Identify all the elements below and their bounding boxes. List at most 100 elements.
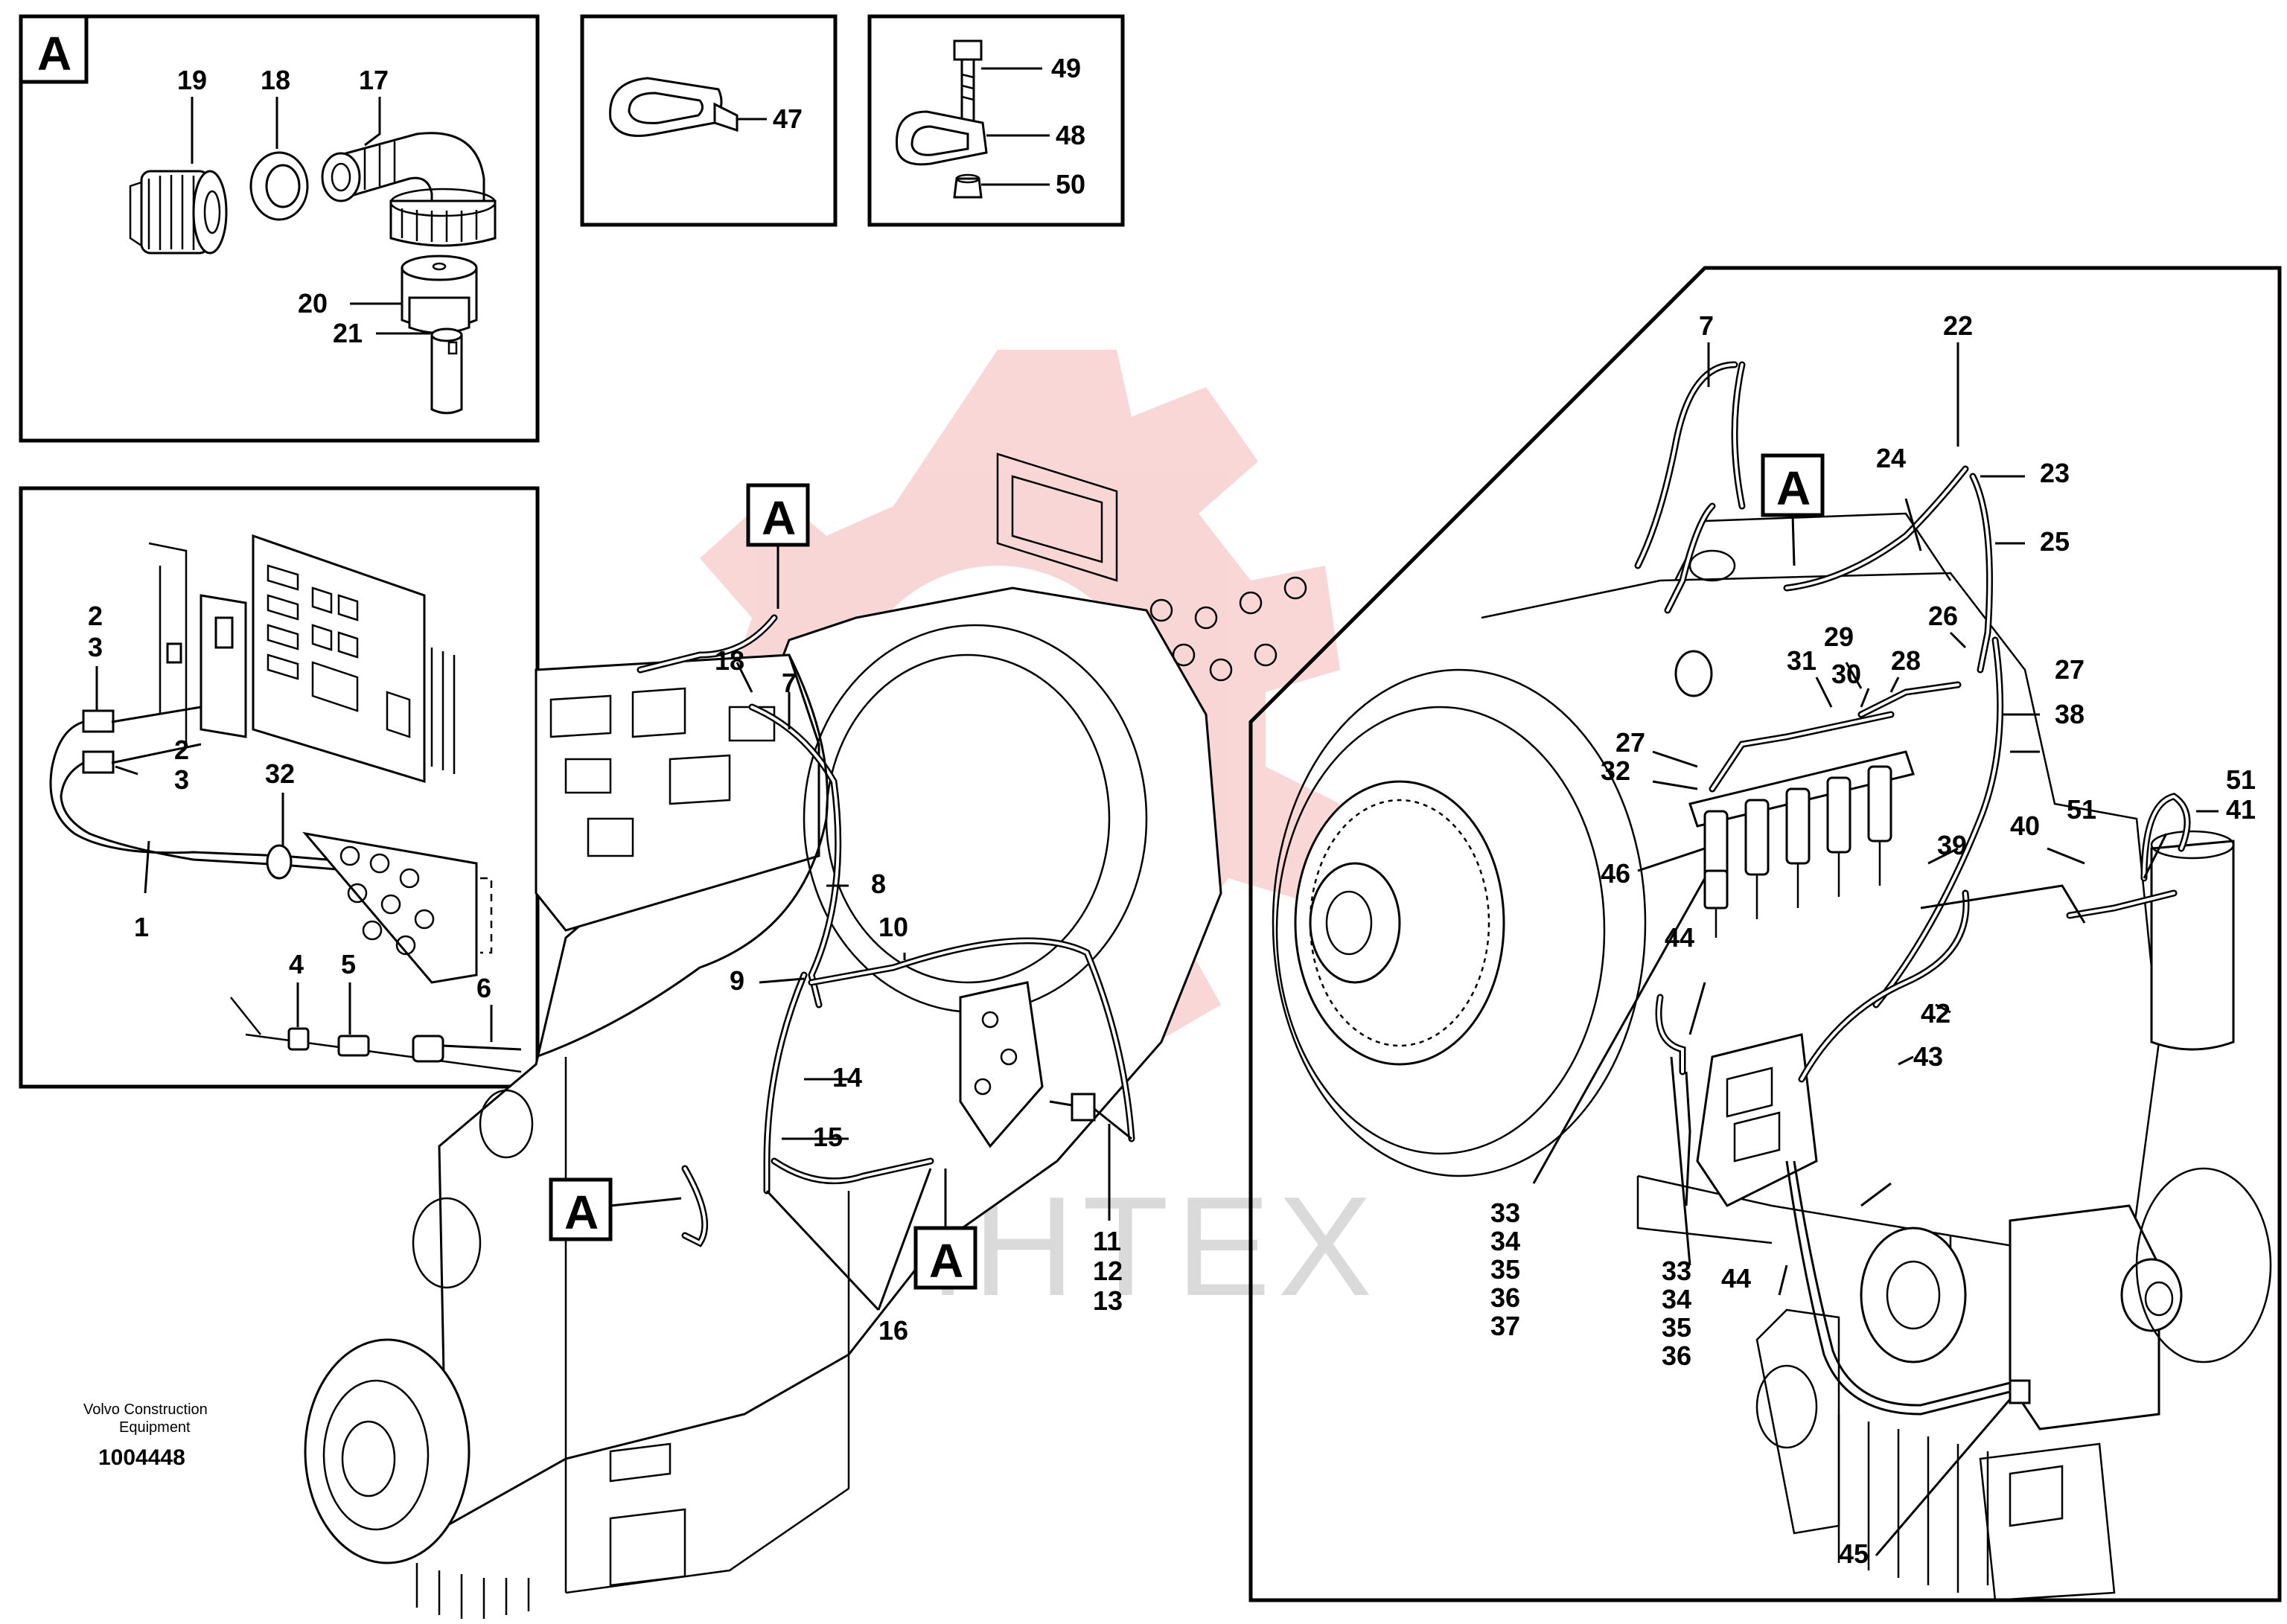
label-48: 48 [1056, 120, 1085, 150]
label-r-28: 28 [1891, 645, 1921, 676]
label-6: 6 [476, 973, 491, 1003]
label-47: 47 [773, 103, 803, 134]
hose-routing-icon [535, 614, 1135, 1247]
right-detail-frame [1248, 266, 2282, 1602]
label-r-26: 26 [1928, 601, 1958, 631]
cover-plate-icon [302, 831, 493, 984]
label-r-43: 43 [1913, 1041, 1943, 1072]
svg-text:A: A [1776, 461, 1811, 515]
label-main-12: 12 [1093, 1256, 1123, 1286]
ring-18-icon [249, 151, 309, 221]
pin-21-icon [430, 327, 463, 415]
label-main-15: 15 [813, 1122, 843, 1152]
label-r-40: 40 [2010, 811, 2040, 841]
nut-50-icon [953, 173, 983, 199]
connector-2-3-lower-icon [82, 750, 115, 774]
gear-19-icon [129, 170, 228, 255]
label-r-36a: 36 [1490, 1282, 1520, 1313]
label-r-27a: 27 [1615, 727, 1645, 758]
nut-6-icon [412, 1035, 522, 1063]
company-line-1: Volvo Construction [83, 1401, 208, 1418]
label-20: 20 [298, 288, 328, 319]
label-r-45: 45 [1839, 1538, 1869, 1569]
label-main-16: 16 [878, 1315, 908, 1346]
solenoid-manifold-icon [1688, 750, 1915, 938]
label-r-32: 32 [1601, 755, 1630, 786]
label-r-51b: 51 [2067, 794, 2096, 825]
transmission-housing-icon [304, 453, 1307, 1619]
label-main-14: 14 [832, 1062, 862, 1093]
company-line-2: Equipment [119, 1419, 191, 1436]
right-detail-view: A 7 22 24 23 25 26 29 28 31 30 27 27 32 … [1248, 266, 2282, 1602]
label-2a: 2 [88, 601, 103, 631]
label-r-22: 22 [1943, 310, 1973, 341]
plug-20-icon [401, 255, 478, 334]
label-r-46: 46 [1601, 858, 1630, 889]
label-r-23: 23 [2040, 458, 2070, 488]
label-r-35b: 35 [1662, 1312, 1691, 1343]
svg-text:A: A [564, 1186, 599, 1239]
label-r-51a: 51 [2226, 764, 2256, 795]
label-19: 19 [177, 65, 207, 95]
fitting-5-icon [337, 1035, 370, 1057]
callout-a-right: A [1761, 453, 1825, 566]
svg-text:A: A [929, 1234, 963, 1288]
label-r-34b: 34 [1662, 1284, 1691, 1314]
label-r-33a: 33 [1490, 1198, 1520, 1228]
label-5: 5 [341, 949, 356, 979]
label-3a: 3 [88, 632, 103, 662]
label-main-10: 10 [878, 912, 908, 942]
label-r-38: 38 [2055, 699, 2085, 729]
drawing-number: 1004448 [98, 1445, 185, 1470]
label-r-41: 41 [2226, 794, 2256, 825]
callout-a-bottom: A [913, 1169, 977, 1290]
sensor-top-icon [1674, 650, 1713, 697]
inset-clip-frame [580, 14, 838, 227]
detail-a-tag [19, 14, 89, 84]
callout-a-left: A [549, 1177, 682, 1241]
label-r-44b: 44 [1721, 1263, 1751, 1294]
label-main-8: 8 [871, 869, 886, 899]
label-r-33b: 33 [1662, 1256, 1691, 1286]
label-18: 18 [261, 65, 290, 95]
label-1: 1 [134, 912, 149, 942]
label-17: 17 [359, 65, 389, 95]
hose-routing-right-icon [1634, 361, 2191, 1416]
label-r-25: 25 [2040, 526, 2070, 557]
sensor-connector-icon [1071, 1093, 1096, 1122]
label-r-29: 29 [1824, 621, 1854, 652]
elbow-17-icon [321, 132, 497, 247]
label-3b: 3 [174, 764, 189, 795]
circuit-board-icon [148, 534, 456, 784]
fitting-4-icon [287, 1027, 310, 1051]
label-main-13: 13 [1093, 1285, 1123, 1316]
label-r-35a: 35 [1490, 1254, 1520, 1285]
detail-a-letter: A [37, 27, 71, 80]
inset-detail-a-frame [19, 14, 540, 443]
label-r-37: 37 [1490, 1311, 1520, 1341]
inset-control-unit: 2 3 2 3 32 1 4 5 6 [19, 486, 540, 1089]
label-r-36b: 36 [1662, 1340, 1691, 1371]
label-r-42: 42 [1921, 998, 1951, 1029]
inset-bolt-clip-frame [867, 14, 1125, 227]
label-4: 4 [289, 949, 304, 979]
inset-bolt-clip: 49 48 50 [867, 14, 1125, 227]
callout-a-top: A [746, 483, 810, 609]
label-r-27b: 27 [2055, 654, 2085, 685]
transmission-housing-right-icon [1272, 512, 2272, 1602]
label-2b: 2 [174, 735, 189, 765]
sensor-45-icon [2009, 1379, 2031, 1404]
label-r-44a: 44 [1665, 922, 1694, 953]
label-main-18: 18 [715, 645, 744, 676]
label-main-9: 9 [730, 965, 744, 996]
label-32: 32 [265, 758, 295, 789]
connector-2-3-upper-icon [82, 709, 115, 733]
label-main-7: 7 [782, 668, 797, 698]
inset-detail-a: A [19, 14, 540, 443]
svg-text:A: A [762, 491, 796, 545]
inset-clip: 47 [580, 14, 838, 227]
label-r-34a: 34 [1490, 1226, 1520, 1256]
label-r-30: 30 [1831, 659, 1861, 689]
label-r-24: 24 [1876, 443, 1906, 473]
